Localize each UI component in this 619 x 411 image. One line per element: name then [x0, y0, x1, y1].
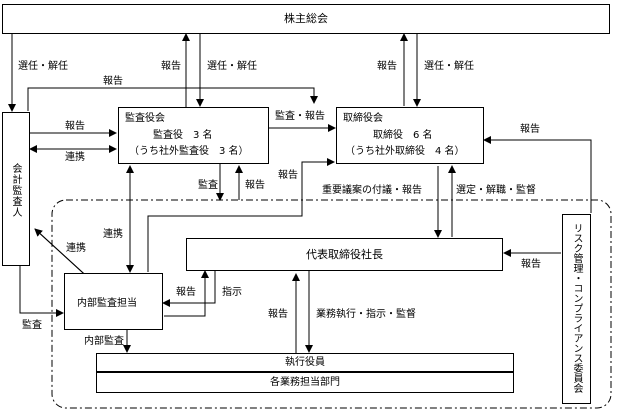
label-report-acct-auditors: 報告: [65, 121, 85, 132]
label-report-top-left: 報告: [103, 76, 123, 87]
auditors-board-line2: （うち社外監査役 3 名）: [129, 146, 249, 157]
label-report-top-right: 報告: [377, 61, 397, 72]
officers-box: 執行役員: [96, 353, 514, 372]
shareholders-label: 株主総会: [284, 12, 328, 25]
label-report-president-board: 報告: [278, 170, 298, 181]
departments-label: 各業務担当部門: [270, 377, 340, 388]
directors-board-box: 取締役会 取締役 6 名 （うち社外取締役 4 名）: [336, 107, 484, 164]
label-coop-acct-auditors: 連携: [65, 152, 85, 163]
label-instruction: 指示: [222, 287, 242, 298]
label-audit-acct-internal: 監査: [22, 320, 42, 331]
internal-audit-box: 内部監査担当: [64, 273, 163, 330]
shareholders-box: 株主総会: [2, 4, 610, 34]
auditors-board-box: 監査役会 監査役 3 名 （うち社外監査役 3 名）: [118, 107, 269, 164]
auditors-board-title: 監査役会: [125, 113, 165, 124]
accounting-auditor-label: 会計監査人: [10, 163, 21, 218]
risk-committee-label: リスク管理・コンプライアンス委員会: [571, 223, 582, 393]
auditors-board-line1: 監査役 3 名: [153, 130, 213, 141]
arrow-risk-report-board: [483, 136, 592, 213]
label-elect-dismiss-right: 選任・解任: [424, 61, 474, 72]
label-coop-board-internal: 連携: [103, 229, 123, 240]
label-report-officers: 報告: [268, 309, 288, 320]
label-elect-dismiss-mid: 選任・解任: [207, 61, 257, 72]
risk-committee-box: リスク管理・コンプライアンス委員会: [562, 214, 591, 404]
label-audit-down: 監査: [198, 180, 218, 191]
accounting-auditor-box: 会計監査人: [2, 112, 30, 266]
officers-label: 執行役員: [285, 357, 325, 368]
arrow-acct-audit: [19, 266, 64, 317]
departments-box: 各業務担当部門: [96, 372, 514, 393]
label-report-internal-president: 報告: [176, 287, 196, 298]
label-business-exec: 業務執行・指示・監督: [316, 309, 416, 320]
directors-board-title: 取締役会: [343, 113, 383, 124]
arrow-report-internal-president: [164, 270, 209, 317]
label-important-matters: 重要議案の付議・報告: [322, 185, 422, 196]
label-report-top-mid: 報告: [161, 61, 181, 72]
president-label: 代表取締役社長: [306, 248, 383, 261]
label-internal-audit: 内部監査: [84, 336, 124, 347]
arrow-report-acct-to-shareholders: [27, 87, 318, 111]
label-report-risk-president: 報告: [521, 259, 541, 270]
label-select-supervise: 選定・解職・監督: [456, 185, 536, 196]
arrow-coop-board-internal: [147, 158, 335, 272]
label-coop-acct-internal: 連携: [66, 243, 86, 254]
president-box: 代表取締役社長: [186, 238, 503, 271]
label-elect-dismiss-left: 選任・解任: [18, 61, 68, 72]
label-report-risk-board: 報告: [520, 124, 540, 135]
internal-boundary: [51, 199, 612, 409]
label-audit-report: 監査・報告: [275, 111, 325, 122]
internal-audit-label: 内部監査担当: [77, 298, 137, 309]
directors-board-line1: 取締役 6 名: [373, 130, 433, 141]
directors-board-line2: （うち社外取締役 4 名）: [345, 146, 465, 157]
label-report-up: 報告: [245, 180, 265, 191]
